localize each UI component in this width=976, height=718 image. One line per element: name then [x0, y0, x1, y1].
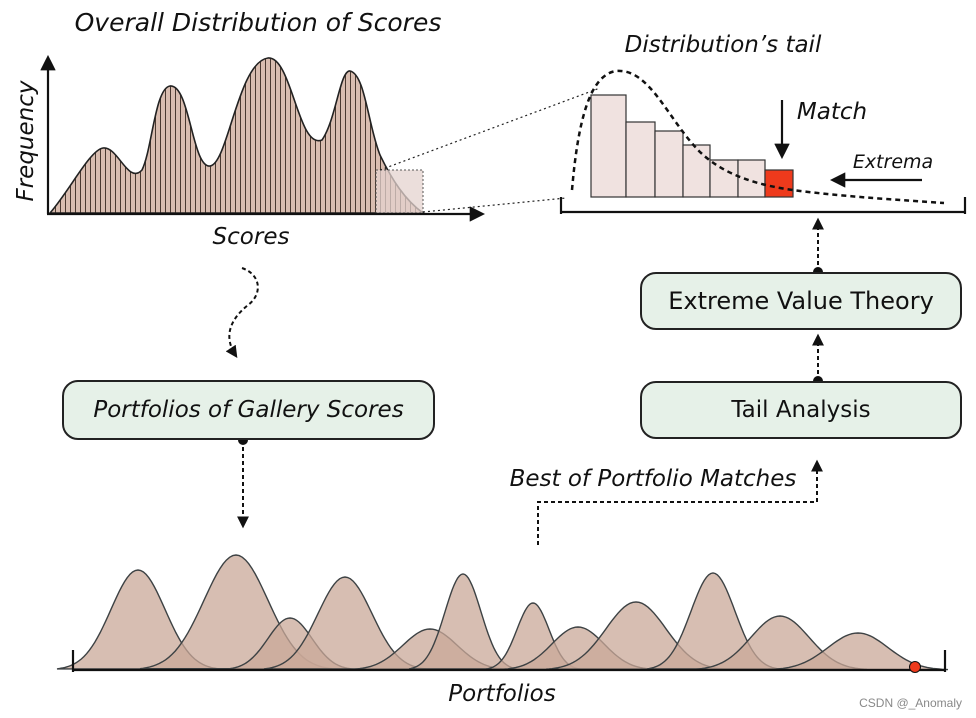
title-right: Distribution’s tail: [625, 32, 822, 58]
best-portfolio-label: Best of Portfolio Matches: [510, 466, 797, 492]
title-left: Overall Distribution of Scores: [75, 8, 442, 37]
portfolio-distributions: [56, 554, 949, 671]
zoom-line-bottom: [422, 197, 567, 213]
portfolio-bell-curve: [408, 573, 518, 670]
watermark: CSDN @_Anomaly: [859, 696, 962, 710]
flow-arrow-best-to-tail: [537, 459, 823, 545]
tail-histogram: [590, 94, 794, 198]
zoom-line-top: [379, 87, 601, 171]
tail-analysis-box: Tail Analysis: [640, 381, 962, 439]
ylabel-left: Frequency: [13, 80, 39, 201]
tail-fit-curve: [570, 69, 945, 205]
tail-bar: [737, 159, 766, 198]
score-distribution-curve: [48, 57, 426, 214]
portfolios-axis: [71, 650, 947, 672]
tail-bar: [654, 130, 684, 198]
tail-axis: [559, 197, 967, 214]
tail-bar: [625, 121, 656, 198]
tail-bar: [709, 159, 739, 198]
portfolios-of-gallery-scores-box: Portfolios of Gallery Scores: [62, 380, 435, 440]
best-match-dot: [909, 661, 921, 673]
portfolios-axis-label: Portfolios: [448, 681, 555, 707]
xlabel-left: Scores: [213, 224, 290, 250]
tail-bar: [590, 94, 627, 198]
extrema-label: Extrema: [853, 151, 933, 173]
tail-bar: [682, 144, 711, 198]
evt-box-label: Extreme Value Theory: [668, 287, 934, 315]
match-bar: [764, 169, 794, 198]
tail-selection-rect: [375, 169, 424, 214]
tail-box-label: Tail Analysis: [731, 397, 871, 423]
flow-arrow-scores-to-portfolios: [225, 267, 259, 358]
portfolios-box-label: Portfolios of Gallery Scores: [93, 397, 404, 423]
match-label: Match: [797, 99, 867, 125]
extreme-value-theory-box: Extreme Value Theory: [640, 272, 962, 330]
